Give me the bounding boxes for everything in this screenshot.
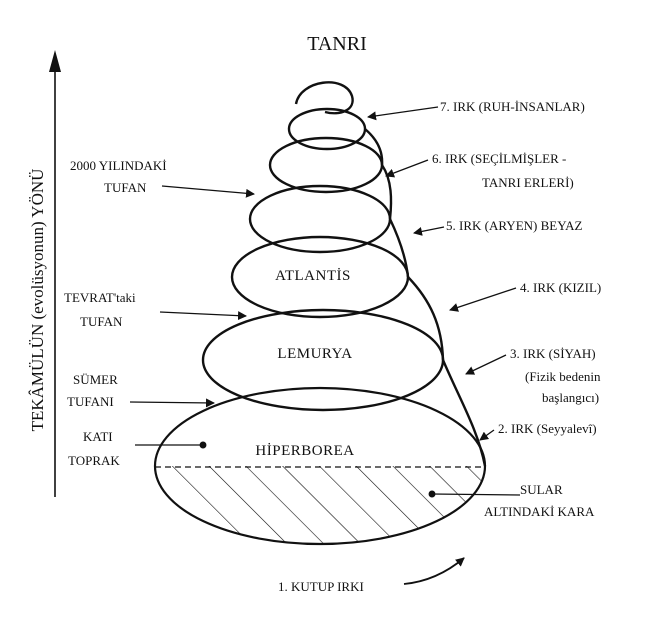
ring-7 [287,107,367,151]
label-tevrat-line2: TUFAN [80,314,123,329]
label-kati-line1: KATI [83,429,113,444]
label-tufan2000-line2: TUFAN [104,180,147,195]
label-irk2: 2. IRK (Seyyalevî) [498,421,597,436]
spiral-connectors [364,128,487,467]
base-ellipse [153,386,487,546]
ring-6 [268,136,384,194]
diagram-title: TANRI [307,33,367,55]
label-irk4: 4. IRK (KIZIL) [520,280,601,295]
label-irk6-line2: TANRI ERLERİ) [482,175,574,190]
label-irk7: 7. IRK (RUH-İNSANLAR) [440,99,585,114]
label-irk3-line3: başlangıcı) [542,390,599,405]
zone-hiperborea: HİPERBOREA [255,443,354,459]
right-leaders [367,106,521,498]
ring-top-loop [294,81,354,115]
label-sumer-line1: SÜMER [73,372,118,387]
label-kutup: 1. KUTUP IRKI [278,579,364,594]
axis-arrowhead-icon [49,50,61,72]
evolution-axis [49,50,61,497]
sular-dot [428,490,436,498]
left-leaders [129,185,255,449]
label-irk3-line1: 3. IRK (SİYAH) [510,346,596,361]
kati-dot [199,441,207,449]
zone-lemurya: LEMURYA [277,346,352,362]
label-tevrat-line1: TEVRAT'taki [64,290,136,305]
label-sular-line1: SULAR [520,482,563,497]
ring-5 [248,184,392,254]
rotation-arrow [403,557,465,585]
label-sular-line2: ALTINDAKİ KARA [484,504,595,519]
label-irk5: 5. IRK (ARYEN) BEYAZ [446,218,583,233]
label-irk6-line1: 6. IRK (SEÇİLMİŞLER - [432,151,566,166]
label-sumer-line2: TUFANI [67,394,114,409]
label-kati-line2: TOPRAK [68,453,120,468]
label-irk3-line2: (Fizik bedenin [525,369,601,384]
axis-label: TEKÂMÜLÜN (evolüsyonun) YÖNÜ [28,169,47,432]
zone-atlantis: ATLANTİS [275,268,351,284]
label-tufan2000-line1: 2000 YILINDAKİ [70,158,167,173]
